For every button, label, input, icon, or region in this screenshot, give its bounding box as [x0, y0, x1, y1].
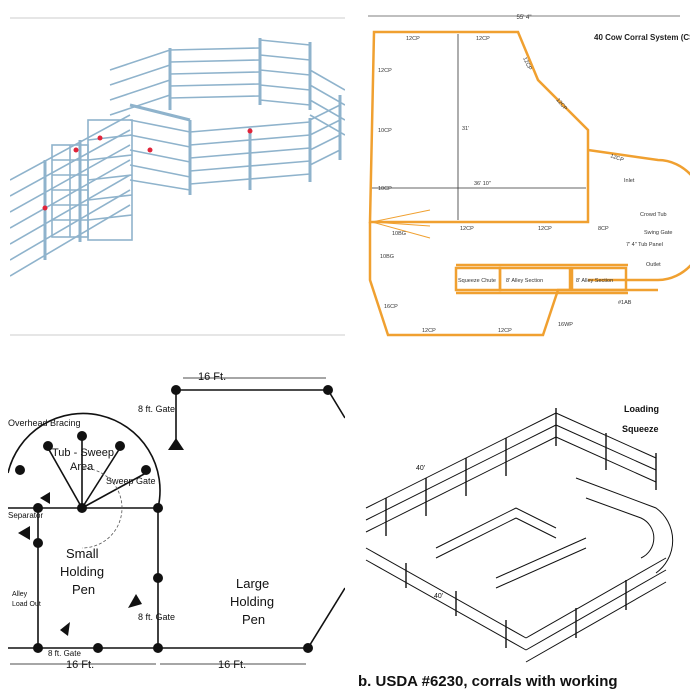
alley-label-2: Load Out	[12, 601, 41, 608]
usda-corral-drawing: Loading Squeeze 40' 40' b. USDA #6230, c…	[358, 404, 674, 690]
alley-label-1: Alley	[12, 591, 28, 598]
svg-text:8' Alley Section: 8' Alley Section	[576, 278, 613, 284]
small-pen-label-1: Small	[66, 546, 99, 561]
top-dim: 16 Ft.	[198, 371, 226, 383]
interior-dimensions	[372, 34, 586, 220]
bottom-left-dim: 16 Ft.	[66, 659, 94, 671]
upper-pen	[109, 38, 345, 136]
usda-corral-panel: Loading Squeeze 40' 40' b. USDA #6230, c…	[356, 358, 692, 690]
svg-text:10BG: 10BG	[392, 231, 406, 237]
svg-text:12CP: 12CP	[378, 68, 392, 74]
svg-text:7' 4" Tub Panel: 7' 4" Tub Panel	[626, 242, 663, 248]
dimension-lines	[10, 377, 326, 665]
corral-system-plan-panel: 55' 4" 40 Cow Corral System (CS 40)	[358, 10, 690, 340]
small-pen-label-2: Holding	[60, 564, 104, 579]
fence-posts-iso	[385, 408, 657, 648]
usda-caption: b. USDA #6230, corrals with working	[358, 673, 618, 690]
svg-text:12CP: 12CP	[609, 153, 624, 163]
steel-corral-render	[10, 17, 345, 336]
svg-text:12CP: 12CP	[460, 226, 474, 232]
svg-text:16WP: 16WP	[558, 322, 573, 328]
sweep-gate-label: Sweep Gate	[106, 476, 156, 486]
svg-text:12CP: 12CP	[476, 36, 490, 42]
red-latch-markers	[42, 128, 253, 211]
usda-labels: Loading Squeeze 40' 40'	[416, 404, 659, 600]
svg-text:8CP: 8CP	[598, 226, 609, 232]
gate-bottom-label: 8 ft. Gate	[48, 649, 81, 658]
plan-title: 40 Cow Corral System (CS 40)	[594, 33, 690, 42]
svg-text:12CP: 12CP	[422, 328, 436, 334]
large-pen-label-2: Holding	[230, 594, 274, 609]
svg-text:16CP: 16CP	[384, 304, 398, 310]
corral-system-plan: 55' 4" 40 Cow Corral System (CS 40)	[368, 15, 690, 337]
svg-text:Crowd Tub: Crowd Tub	[640, 212, 667, 218]
corral-outline	[368, 30, 690, 337]
pen-fence-lines	[8, 389, 345, 649]
dim-2-label: 40'	[434, 593, 443, 600]
svg-text:#1AB: #1AB	[618, 300, 632, 306]
loading-label: Loading	[624, 404, 659, 414]
svg-text:12CP: 12CP	[521, 56, 532, 71]
svg-text:Squeeze Chute: Squeeze Chute	[458, 278, 496, 284]
svg-text:12CP: 12CP	[498, 328, 512, 334]
large-pen-label-1: Large	[236, 576, 269, 591]
holding-pen-plan-panel: 16 Ft. 8 ft. Gate Overhead Bracing Tub -…	[8, 358, 345, 688]
svg-text:10CP: 10CP	[378, 186, 392, 192]
tub-sweep-label-2: Area	[70, 461, 94, 473]
bottom-right-dim: 16 Ft.	[218, 659, 246, 671]
gate-mid-label: 8 ft. Gate	[138, 612, 175, 622]
overall-dim: 55' 4"	[517, 15, 532, 21]
svg-text:31': 31'	[462, 126, 469, 132]
large-pen-label-3: Pen	[242, 612, 265, 627]
sweep-arc	[81, 467, 123, 549]
lower-pen	[129, 95, 342, 195]
overhead-bracing-label: Overhead Bracing	[8, 418, 81, 428]
steel-corral-render-panel	[10, 10, 345, 338]
svg-text:12CP: 12CP	[538, 226, 552, 232]
fence-posts	[15, 385, 333, 653]
svg-text:Swing Gate: Swing Gate	[644, 230, 672, 236]
svg-text:10BG: 10BG	[380, 254, 394, 260]
svg-text:8' Alley Section: 8' Alley Section	[506, 278, 543, 284]
tub-sweep-label-1: Tub - Sweep	[52, 447, 114, 459]
svg-text:12CP: 12CP	[406, 36, 420, 42]
gate-top-label: 8 ft. Gate	[138, 404, 175, 414]
svg-text:Inlet: Inlet	[624, 178, 635, 184]
gate-arrows	[18, 438, 184, 636]
gate-swing	[371, 209, 431, 239]
dim-1-label: 40'	[416, 465, 425, 472]
small-pen-label-3: Pen	[72, 582, 95, 597]
pen-labels: 16 Ft. 8 ft. Gate Overhead Bracing Tub -…	[8, 371, 274, 671]
svg-text:36' 10": 36' 10"	[474, 181, 491, 187]
svg-text:Outlet: Outlet	[646, 262, 661, 268]
separator-label: Separator	[8, 511, 43, 520]
svg-text:12CP: 12CP	[554, 97, 568, 112]
squeeze-label: Squeeze	[622, 424, 659, 434]
svg-text:10CP: 10CP	[378, 128, 392, 134]
plan-labels: 12CP 12CP 12CP 12CP 12CP 12CP 10CP 10CP …	[378, 36, 672, 334]
holding-pen-plan: 16 Ft. 8 ft. Gate Overhead Bracing Tub -…	[8, 371, 345, 671]
isometric-fences	[365, 412, 674, 663]
gate-section	[51, 119, 133, 241]
